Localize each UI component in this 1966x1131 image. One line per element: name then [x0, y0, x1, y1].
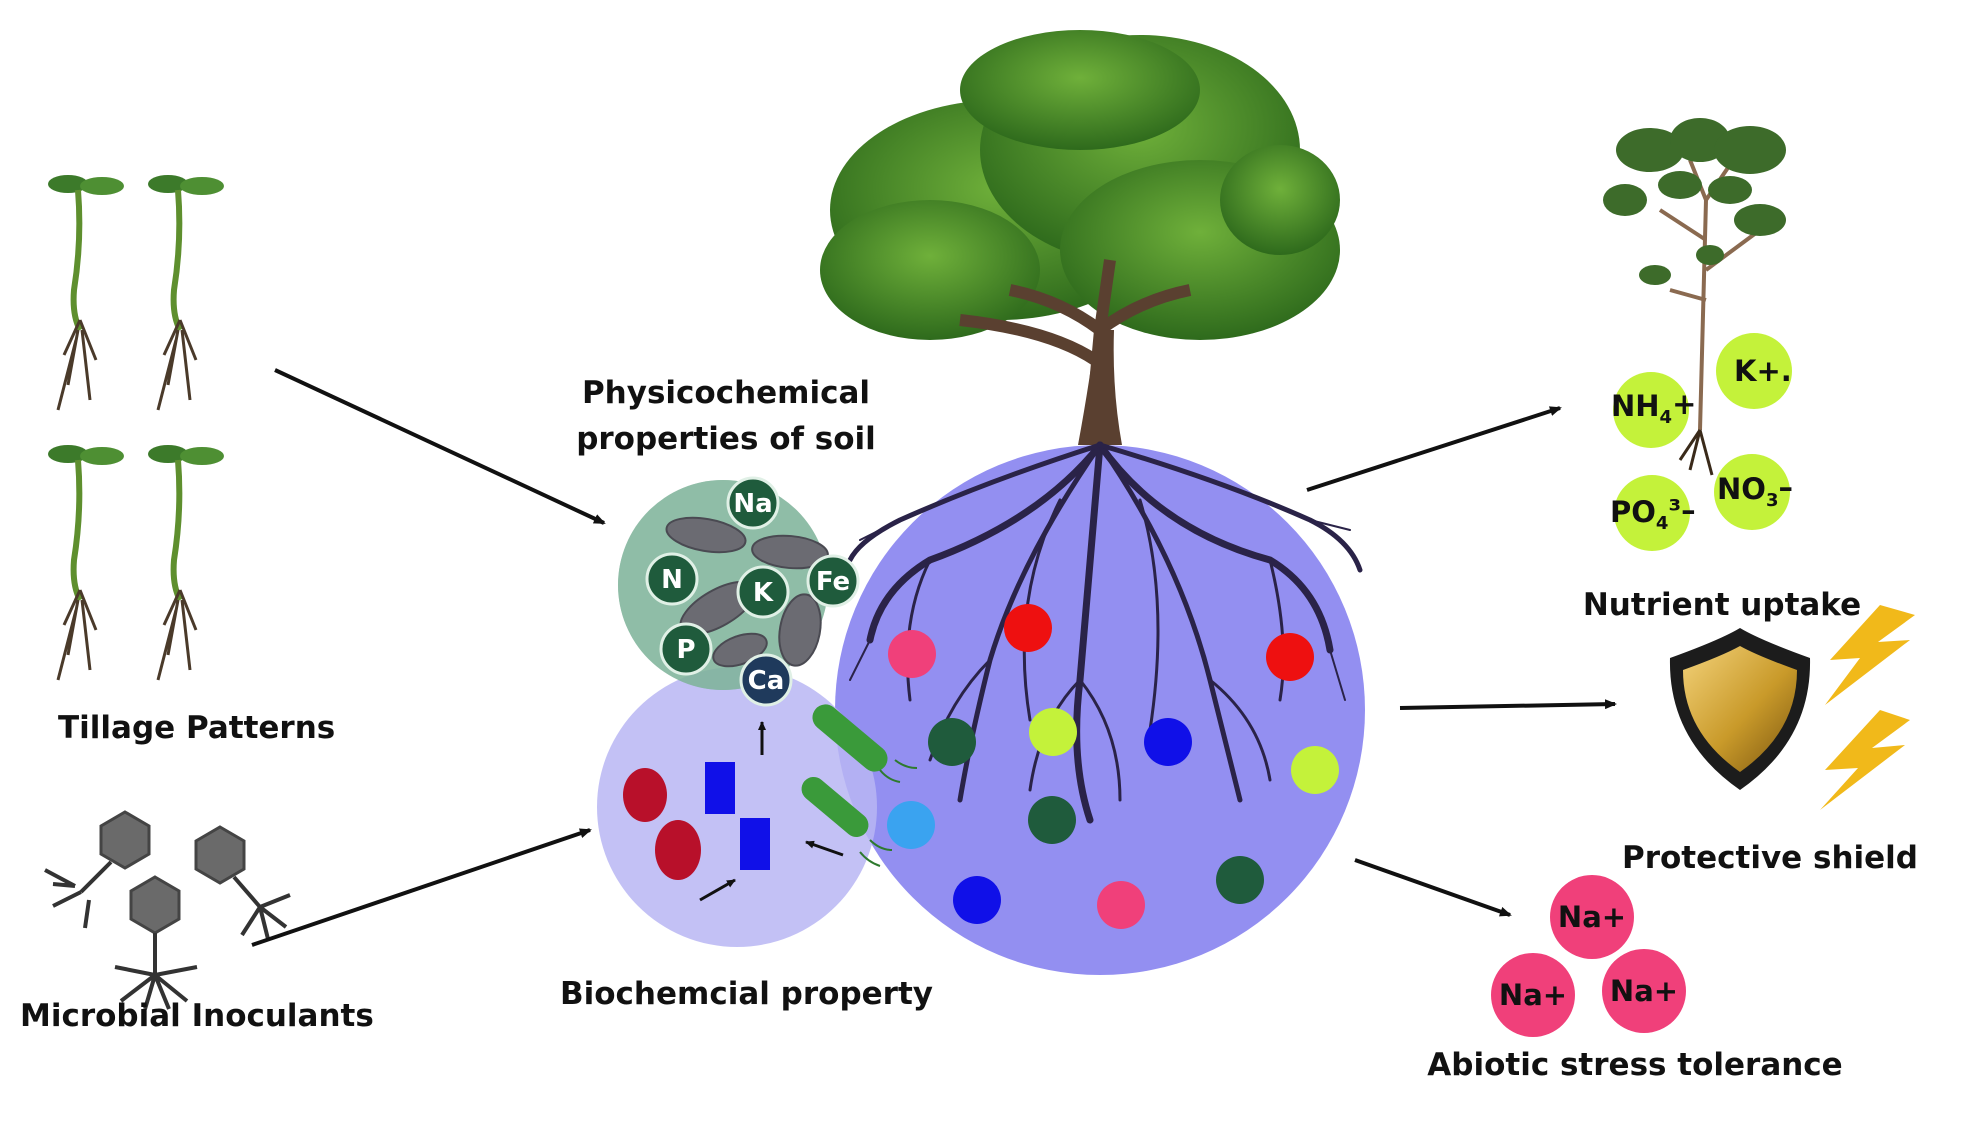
tree-illustration: [820, 30, 1340, 445]
seedling-icon: [48, 445, 124, 681]
arrow-to-nutrient-uptake: [1306, 406, 1562, 492]
particle-dot: [1291, 746, 1339, 794]
nutrient-ion-nh4: NH4+: [1611, 372, 1696, 448]
particle-dot: [1144, 718, 1192, 766]
nutrient-ion-no3: NO3–: [1714, 454, 1793, 530]
element-badge-na: Na: [726, 476, 780, 530]
element-badge-k: K: [736, 565, 790, 619]
svg-text:K+.: K+.: [1734, 354, 1792, 388]
particle-dot: [888, 630, 936, 678]
sodium-ion-right: Na+: [1602, 949, 1686, 1033]
svg-text:Na+: Na+: [1558, 900, 1626, 934]
svg-text:Na+: Na+: [1499, 978, 1567, 1012]
particle-dot: [887, 801, 935, 849]
physicochemical-label-line1: Physicochemical: [582, 375, 870, 411]
arrow-microbial-to-biochemical: [251, 828, 592, 947]
bacterium-icon: [801, 704, 918, 867]
soil-element-badges: Na N K Fe P Ca: [645, 476, 860, 707]
particle-dot: [1029, 708, 1077, 756]
arrow-tillage-to-soil: [274, 368, 606, 525]
arrow-small: [699, 878, 736, 902]
svg-text:NO3–: NO3–: [1717, 470, 1793, 511]
svg-text:K: K: [753, 578, 774, 608]
shield-icon: [1669, 628, 1811, 790]
bacteriophage-icon: [114, 875, 198, 1010]
biochemical-label: Biochemcial property: [560, 976, 933, 1012]
particle-dot: [1266, 633, 1314, 681]
bacteriophage-illustration: [44, 810, 291, 1010]
element-badge-fe: Fe: [806, 554, 860, 608]
arrow-small: [805, 840, 844, 857]
particle-dot: [1097, 881, 1145, 929]
sodium-ion-left: Na+: [1491, 953, 1575, 1037]
microbial-inoculants-label: Microbial Inoculants: [20, 998, 374, 1034]
biochemical-circle: [597, 667, 877, 947]
arrow-to-protective-shield: [1399, 699, 1617, 710]
svg-text:NH4+: NH4+: [1611, 387, 1696, 428]
protective-shield-label: Protective shield: [1622, 840, 1918, 876]
seedling-icon: [48, 175, 124, 411]
tillage-seedlings-illustration: [48, 175, 224, 681]
particle-dot: [1028, 796, 1076, 844]
sapling-illustration: [1603, 118, 1786, 476]
particle-dot: [1216, 856, 1264, 904]
nutrient-uptake-label: Nutrient uptake: [1583, 587, 1861, 623]
nutrient-ion-po4: PO4³–: [1610, 475, 1696, 551]
svg-text:P: P: [676, 635, 695, 665]
sodium-ion-top: Na+: [1550, 875, 1634, 959]
particle-dot: [928, 718, 976, 766]
physicochemical-label-line2: properties of soil: [576, 421, 876, 457]
particle-dot: [1004, 604, 1052, 652]
svg-text:Na: Na: [733, 489, 772, 519]
bacteriophage-icon: [194, 825, 291, 940]
svg-text:PO4³–: PO4³–: [1610, 493, 1696, 534]
seedling-icon: [148, 445, 224, 681]
element-badge-p: P: [659, 622, 713, 676]
biochemical-contents: [623, 704, 918, 902]
arrow-to-abiotic-stress: [1354, 858, 1512, 917]
element-badge-ca: Ca: [739, 653, 793, 707]
svg-text:N: N: [661, 565, 683, 595]
particle-dot: [953, 876, 1001, 924]
nutrient-ion-k: K+.: [1716, 333, 1792, 409]
lightning-icon: [1820, 605, 1915, 810]
tillage-label: Tillage Patterns: [58, 710, 335, 746]
svg-text:Ca: Ca: [748, 666, 785, 696]
seedling-icon: [148, 175, 224, 411]
svg-text:Na+: Na+: [1610, 974, 1678, 1008]
rhizosphere-particles: [887, 604, 1339, 929]
bacteriophage-icon: [44, 810, 151, 929]
abiotic-stress-label: Abiotic stress tolerance: [1427, 1047, 1842, 1083]
element-badge-n: N: [645, 552, 699, 606]
svg-text:Fe: Fe: [816, 567, 850, 597]
